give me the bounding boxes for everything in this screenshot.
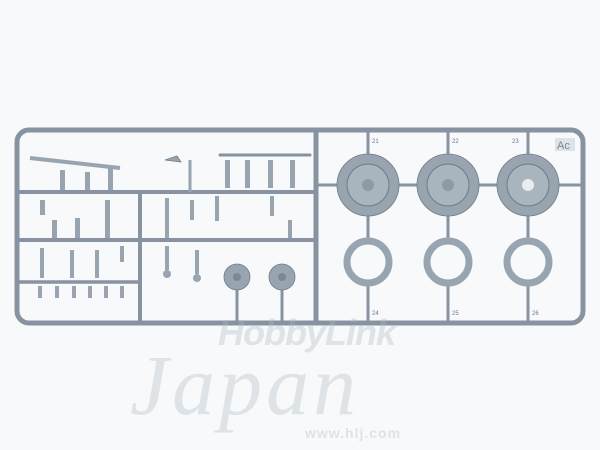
small-wheels: [223, 263, 296, 291]
wheel: [416, 153, 480, 217]
part-labels: Ac 21 22 23 24 25 26: [372, 138, 575, 317]
large-wheels: [336, 153, 560, 217]
wheel: [496, 153, 560, 217]
small-parts: [29, 155, 295, 298]
part-number: 24: [372, 311, 379, 317]
tires: [343, 237, 553, 287]
part-number: 22: [452, 139, 459, 145]
sprue-code: Ac: [557, 140, 570, 152]
wheel: [336, 153, 400, 217]
part-number: 21: [372, 139, 379, 145]
part-number: 23: [512, 139, 519, 145]
sprue-frame: [14, 127, 586, 326]
part-number: 26: [532, 311, 539, 317]
part-number: 25: [452, 311, 459, 317]
